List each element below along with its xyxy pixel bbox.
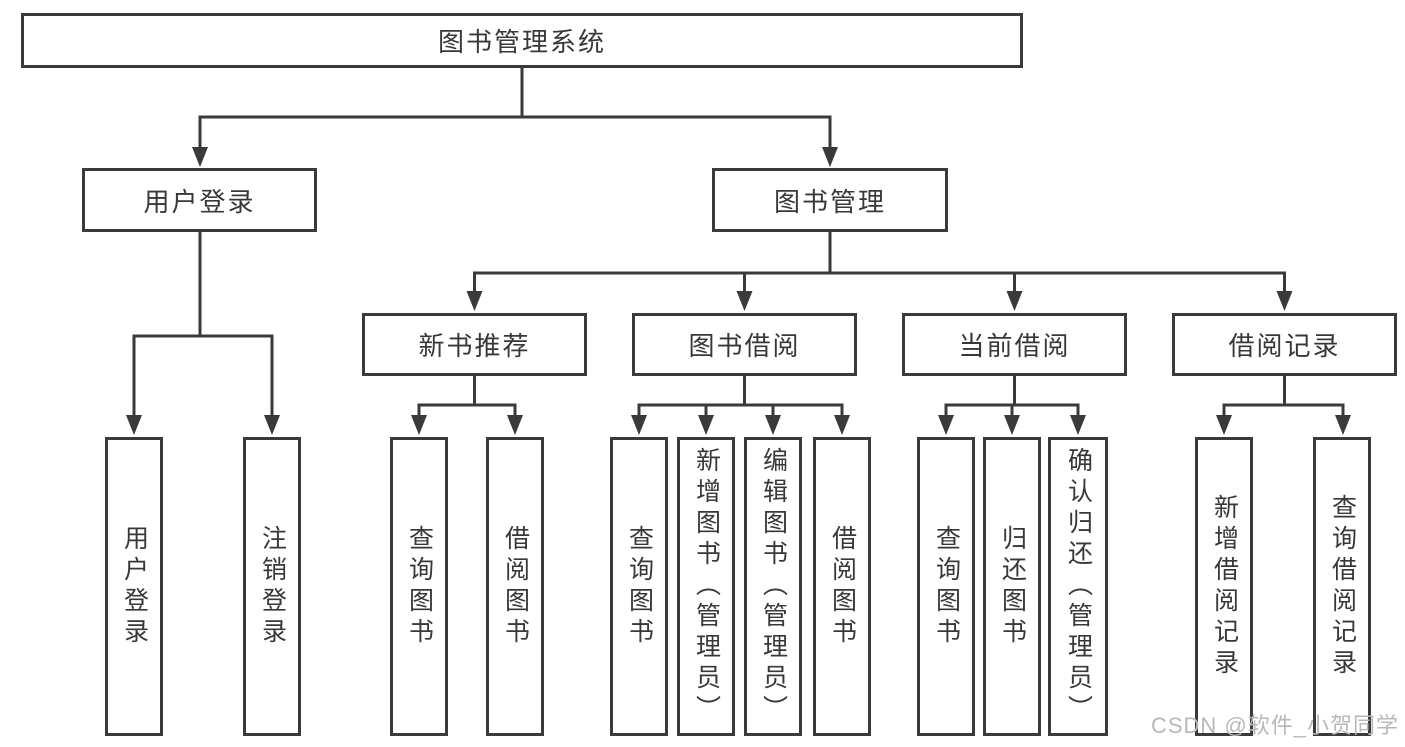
node-label: 查询图书: [405, 524, 434, 649]
connector-new-book-recommend-to-leaves: [411, 376, 523, 435]
connector-book-borrow-to-leaves: [631, 376, 850, 435]
node-leaf-logout: 注销登录: [243, 437, 301, 736]
node-root-library-system: 图书管理系统: [21, 13, 1023, 68]
node-leaf-br-add-record: 新增借阅记录: [1195, 437, 1253, 736]
connector-book-management-to-level3: [466, 232, 1293, 311]
node-leaf-cb-return-book: 归还图书: [983, 437, 1041, 736]
arrow-down-icon: [822, 147, 838, 167]
node-label: 用户登录: [120, 524, 149, 649]
node-label: 查询借阅记录: [1328, 493, 1357, 680]
node-book-management: 图书管理: [712, 168, 948, 232]
node-label: 借阅图书: [828, 524, 857, 649]
connector-current-borrow-to-leaves: [938, 376, 1086, 435]
arrow-down-icon: [834, 415, 850, 435]
node-label: 借阅记录: [1228, 331, 1341, 361]
node-label: 当前借阅: [958, 331, 1071, 361]
node-leaf-bb-add-book-admin: 新增图书（管理员）: [677, 437, 735, 736]
node-leaf-cb-confirm-return-admin: 确认归还（管理员）: [1048, 437, 1108, 736]
arrow-down-icon: [1335, 415, 1351, 435]
connector-root-to-level2: [192, 68, 838, 167]
connector-borrow-record-to-leaves: [1216, 376, 1351, 435]
arrow-down-icon: [466, 291, 483, 311]
node-current-borrow: 当前借阅: [902, 313, 1127, 376]
arrow-down-icon: [1216, 415, 1232, 435]
node-label: 图书管理系统: [437, 27, 606, 57]
arrow-down-icon: [1006, 291, 1023, 311]
node-label: 查询图书: [625, 524, 654, 649]
node-label: 注销登录: [258, 524, 287, 649]
arrow-down-icon: [1070, 415, 1086, 435]
node-label: 归还图书: [998, 524, 1027, 649]
arrow-down-icon: [938, 415, 954, 435]
arrow-down-icon: [1276, 291, 1293, 311]
node-book-borrow: 图书借阅: [632, 313, 857, 376]
node-leaf-bb-borrow-book: 借阅图书: [813, 437, 871, 736]
arrow-down-icon: [192, 147, 208, 167]
node-leaf-bb-edit-book-admin: 编辑图书（管理员）: [744, 437, 802, 736]
arrow-down-icon: [765, 415, 781, 435]
node-label: 借阅图书: [501, 524, 530, 649]
node-leaf-br-query-record: 查询借阅记录: [1313, 437, 1371, 736]
node-borrow-record: 借阅记录: [1172, 313, 1397, 376]
arrow-down-icon: [736, 291, 753, 311]
node-label: 查询图书: [932, 524, 961, 649]
node-label: 新增图书（管理员）: [692, 447, 721, 726]
arrow-down-icon: [698, 415, 714, 435]
arrow-down-icon: [411, 415, 427, 435]
arrow-down-icon: [126, 415, 142, 435]
node-leaf-bb-query-book: 查询图书: [610, 437, 668, 736]
arrow-down-icon: [507, 415, 523, 435]
node-leaf-user-login: 用户登录: [105, 437, 163, 736]
connector-user-login-to-leaves: [126, 232, 280, 435]
node-leaf-nb-borrow-book: 借阅图书: [486, 437, 544, 736]
node-label: 图书借阅: [688, 331, 801, 361]
arrow-down-icon: [631, 415, 647, 435]
node-label: 新书推荐: [418, 331, 531, 361]
node-label: 编辑图书（管理员）: [759, 447, 788, 726]
node-user-login: 用户登录: [82, 168, 317, 232]
node-label: 确认归还（管理员）: [1064, 447, 1093, 726]
node-label: 图书管理: [773, 186, 886, 217]
arrow-down-icon: [264, 415, 280, 435]
node-leaf-nb-query-book: 查询图书: [390, 437, 448, 736]
arrow-down-icon: [1004, 415, 1020, 435]
node-leaf-cb-query-book: 查询图书: [917, 437, 975, 736]
node-new-book-recommend: 新书推荐: [362, 313, 587, 376]
node-label: 新增借阅记录: [1210, 493, 1239, 680]
node-label: 用户登录: [143, 186, 256, 217]
